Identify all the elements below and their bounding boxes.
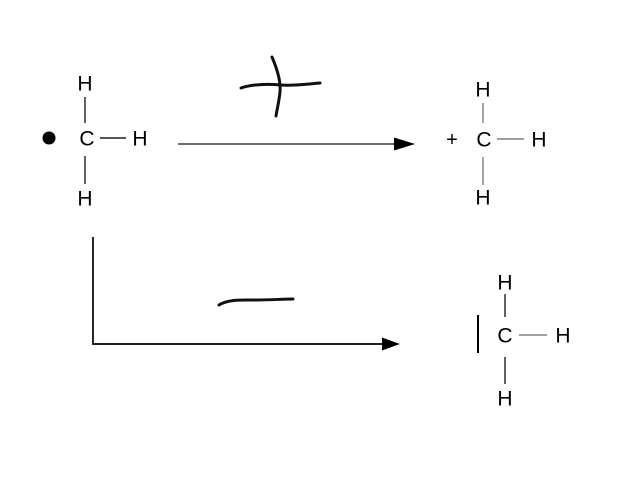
cation-plus-charge-sign: +	[446, 129, 458, 151]
bottom-reaction-arrowhead-icon	[382, 337, 400, 351]
radical-carbon: C	[79, 127, 95, 151]
anion-hydrogen-right: H	[555, 324, 571, 348]
cation-hydrogen-right: H	[531, 128, 547, 152]
cation-hydrogen-bottom: H	[475, 186, 491, 210]
radical-hydrogen-bottom: H	[77, 187, 93, 211]
radical-electron-dot-icon	[42, 131, 56, 145]
handwritten-plus-vertical-stroke	[270, 55, 282, 118]
anion-hydrogen-bottom: H	[497, 387, 513, 411]
bottom-reaction-arrow-path	[92, 237, 383, 345]
cation-hydrogen-top: H	[475, 78, 491, 102]
radical-hydrogen-top: H	[77, 72, 93, 96]
handwritten-plus-icon	[239, 55, 322, 118]
anion-hydrogen-top: H	[497, 271, 513, 295]
anion-carbon: C	[497, 324, 513, 348]
radical-hydrogen-right: H	[132, 127, 148, 151]
top-reaction-arrowhead-icon	[394, 137, 415, 151]
handwritten-minus-icon	[217, 297, 295, 307]
handwritten-plus-horizontal-stroke	[239, 81, 322, 90]
cation-carbon: C	[476, 128, 492, 152]
